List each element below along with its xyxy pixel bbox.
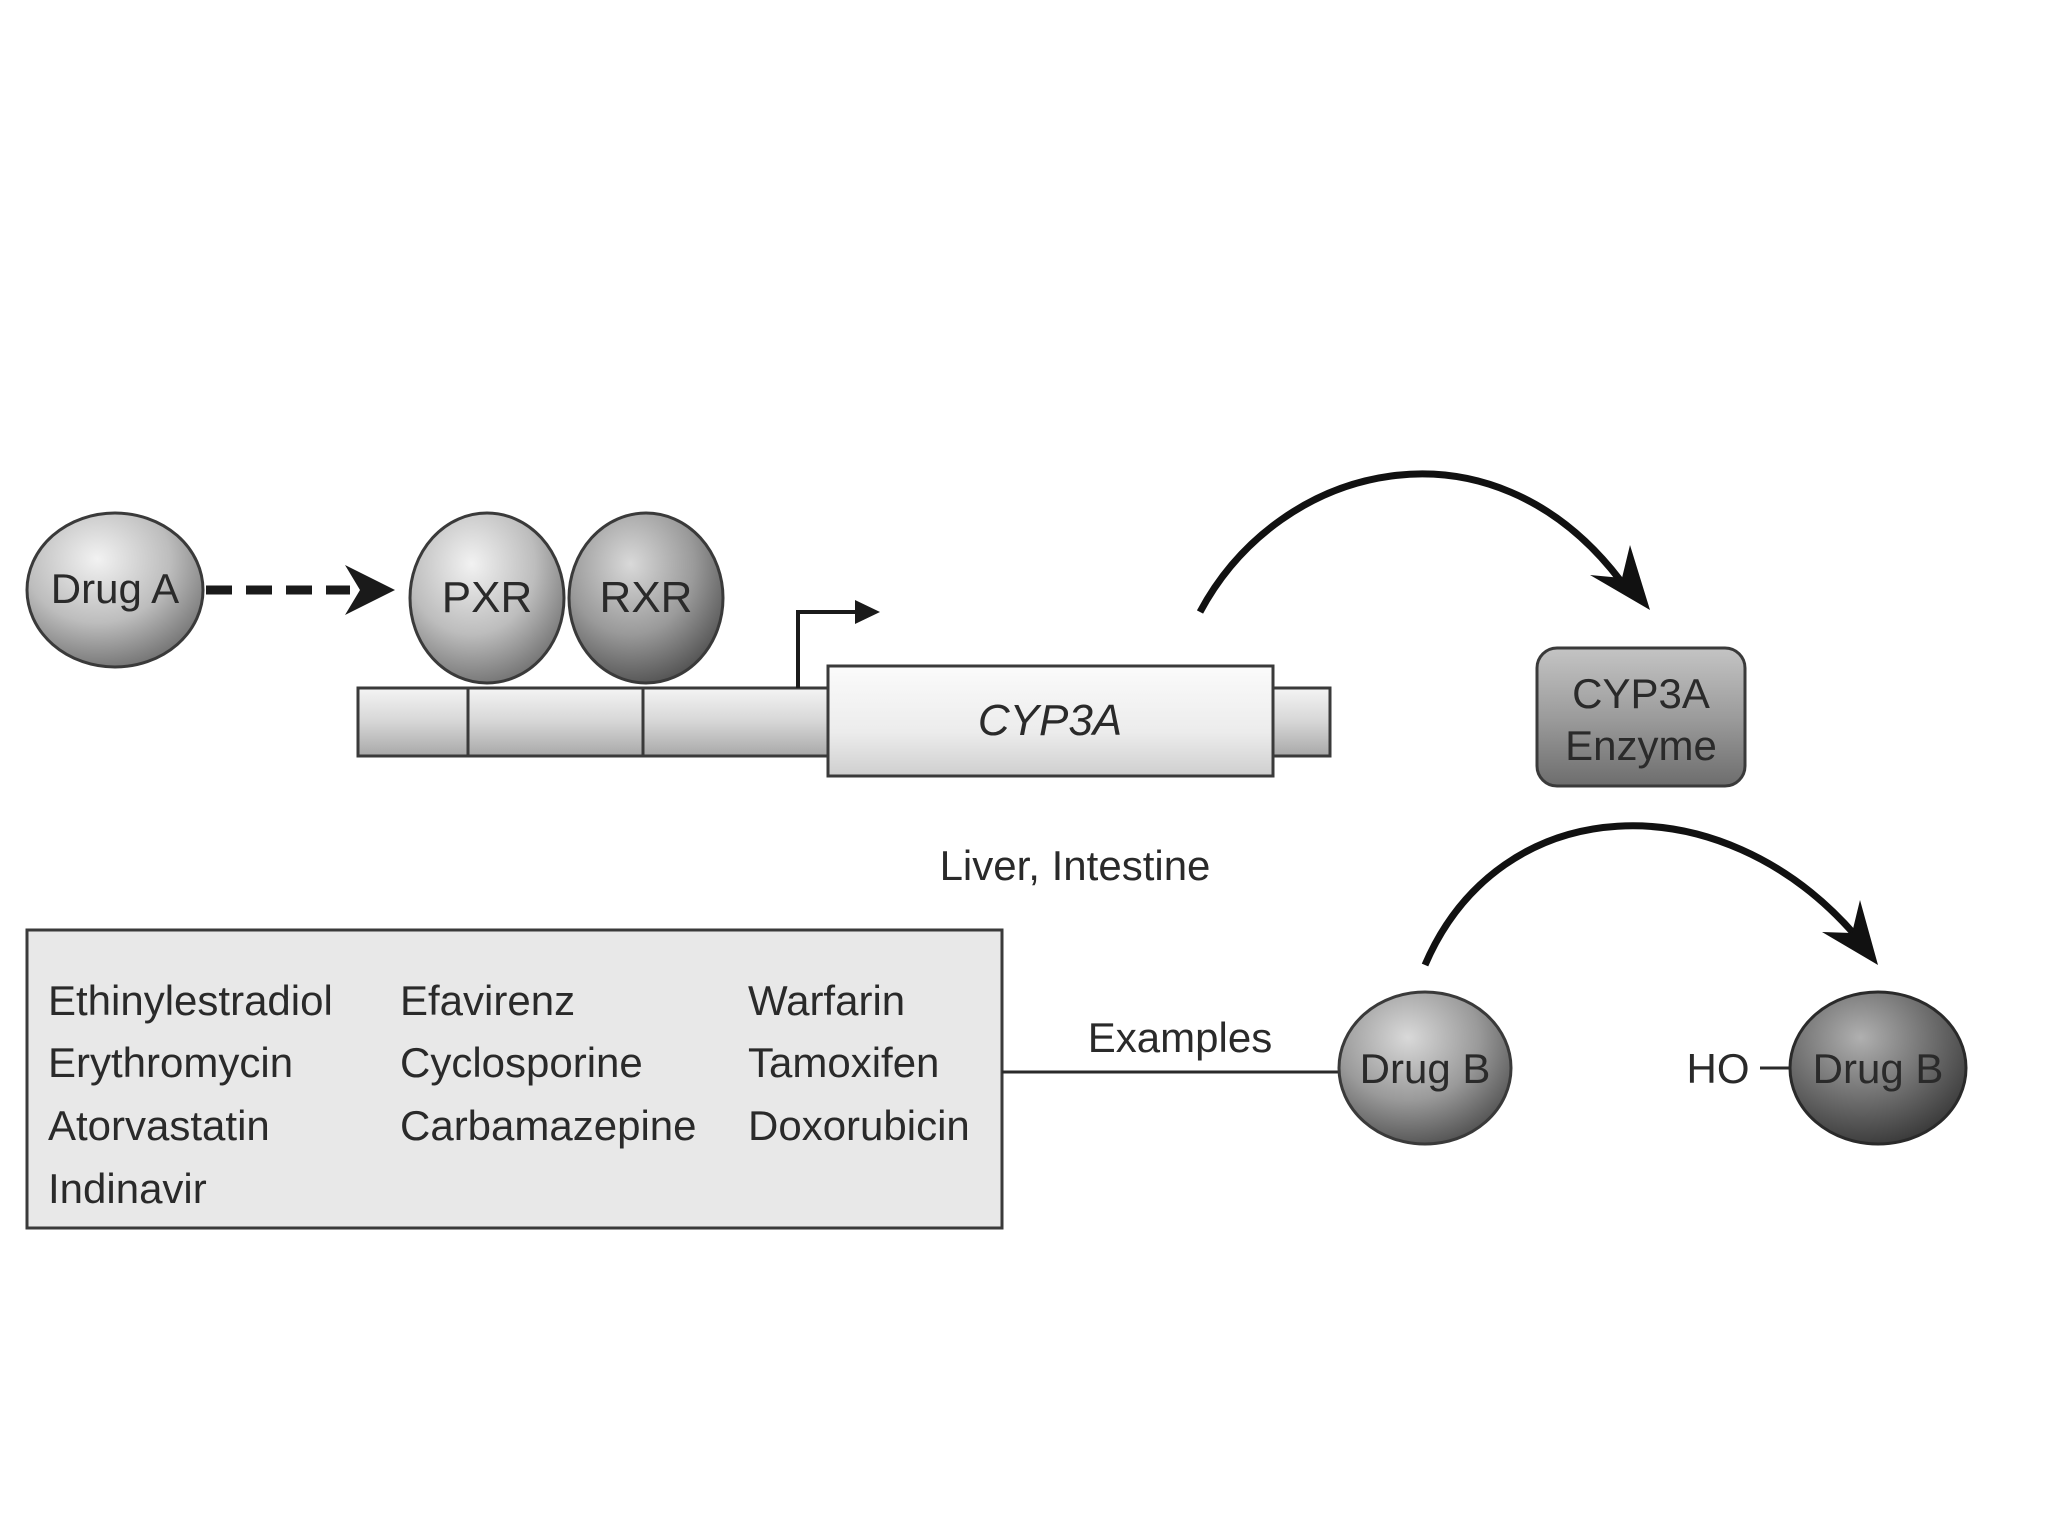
examples-connector: Examples bbox=[1002, 1014, 1342, 1074]
enzyme-line1: CYP3A bbox=[1572, 670, 1710, 717]
cyp3a-enzyme: CYP3A Enzyme bbox=[1535, 646, 1747, 788]
drug-b-label: Drug B bbox=[1360, 1045, 1491, 1092]
example-drug: Erythromycin bbox=[48, 1039, 293, 1086]
transcription-start-arrow bbox=[796, 600, 880, 688]
gene-label: CYP3A bbox=[978, 696, 1122, 745]
rxr-node: RXR bbox=[567, 511, 725, 685]
example-drug: Tamoxifen bbox=[748, 1039, 939, 1086]
product-label: Drug B bbox=[1813, 1045, 1944, 1092]
pxr-label: PXR bbox=[442, 573, 532, 622]
drug-a-label: Drug A bbox=[51, 565, 179, 612]
example-drug: Cyclosporine bbox=[400, 1039, 643, 1086]
expression-curved-arrow bbox=[1196, 470, 1650, 614]
rxr-label: RXR bbox=[600, 573, 693, 622]
cyp3a-gene: CYP3A bbox=[826, 664, 1275, 778]
dna-strand bbox=[356, 686, 1332, 758]
drug-b-node: Drug B bbox=[1337, 990, 1513, 1146]
activation-dashed-arrow bbox=[206, 565, 395, 615]
example-drug: Carbamazepine bbox=[400, 1102, 697, 1149]
example-drug: Efavirenz bbox=[400, 977, 575, 1024]
example-drug: Warfarin bbox=[748, 977, 905, 1024]
pxr-node: PXR bbox=[408, 511, 566, 685]
location-label: Liver, Intestine bbox=[940, 842, 1211, 889]
examples-label: Examples bbox=[1088, 1014, 1272, 1061]
hydroxylated-drug-b: HO Drug B bbox=[1687, 990, 1968, 1146]
examples-column-2: Efavirenz Cyclosporine Carbamazepine bbox=[400, 977, 697, 1149]
metabolism-curved-arrow bbox=[1421, 822, 1878, 967]
enzyme-line2: Enzyme bbox=[1565, 722, 1717, 769]
examples-box: Ethinylestradiol Erythromycin Atorvastat… bbox=[25, 928, 1004, 1230]
example-drug: Doxorubicin bbox=[748, 1102, 970, 1149]
examples-column-1: Ethinylestradiol Erythromycin Atorvastat… bbox=[48, 977, 333, 1212]
example-drug: Ethinylestradiol bbox=[48, 977, 333, 1024]
hydroxyl-label: HO bbox=[1687, 1045, 1750, 1092]
drug-a-node: Drug A bbox=[25, 511, 205, 669]
example-drug: Indinavir bbox=[48, 1165, 207, 1212]
examples-column-3: Warfarin Tamoxifen Doxorubicin bbox=[748, 977, 970, 1149]
example-drug: Atorvastatin bbox=[48, 1102, 270, 1149]
